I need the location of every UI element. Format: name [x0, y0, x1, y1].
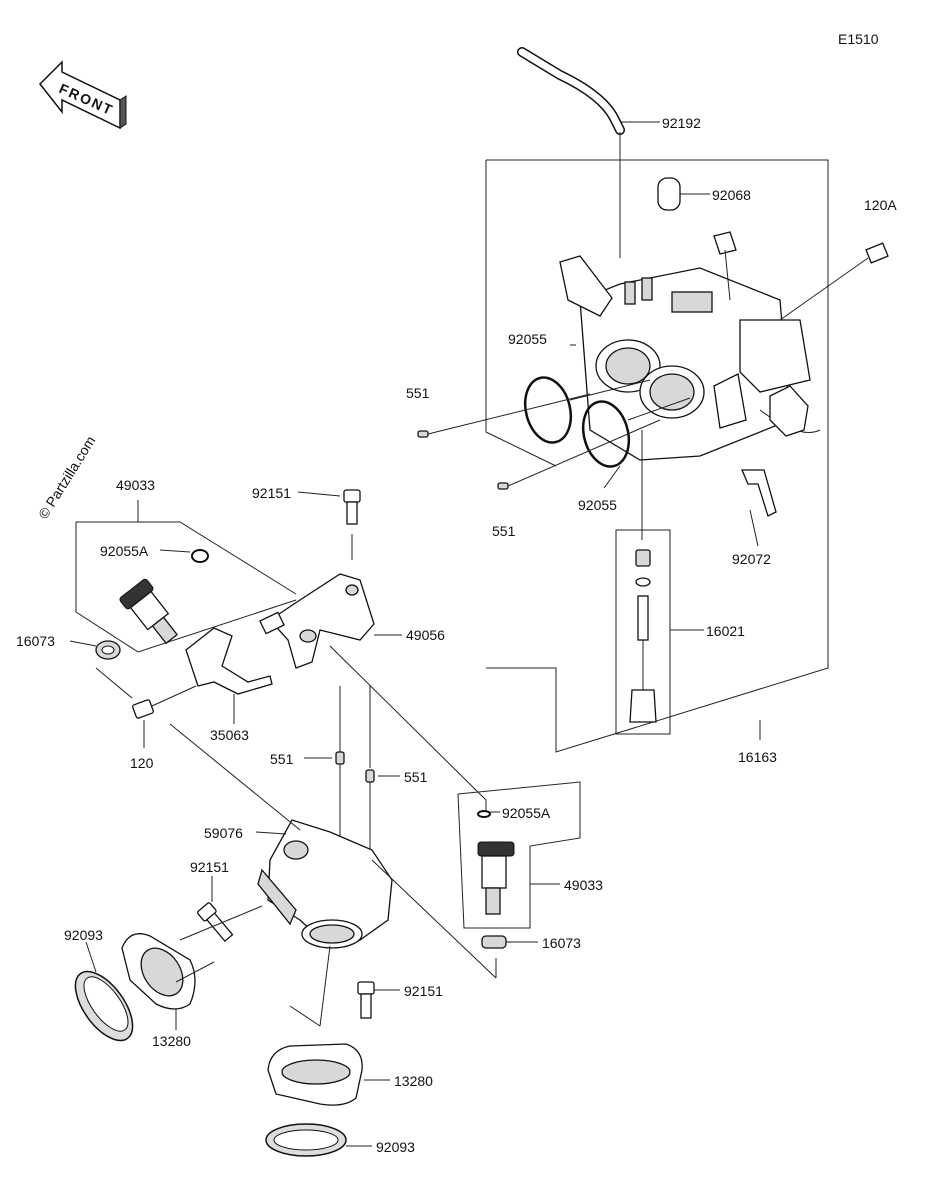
callout-16073-upper: 16073: [16, 633, 55, 649]
callout-92151-mid: 92151: [190, 859, 229, 875]
watermark: © Partzilla.com: [35, 433, 99, 521]
front-arrow-icon: FRONT: [38, 60, 127, 130]
callout-120: 120: [130, 755, 154, 771]
callout-leaders-upper: [570, 121, 761, 740]
callout-92055A-upper: 92055A: [100, 543, 149, 559]
callout-551-mid-right: 551: [404, 769, 428, 785]
callout-59076: 59076: [204, 825, 243, 841]
callout-92151-lower: 92151: [404, 983, 443, 999]
callout-92068: 92068: [712, 187, 751, 203]
callout-92192: 92192: [662, 115, 701, 131]
throttle-body-assembly: [417, 47, 889, 753]
intake-flange-left: [74, 876, 263, 1042]
callout-49033-lower: 49033: [564, 877, 603, 893]
callout-16021: 16021: [706, 623, 745, 639]
callout-49056: 49056: [406, 627, 445, 643]
callout-16073-lower: 16073: [542, 935, 581, 951]
callout-35063: 35063: [210, 727, 249, 743]
callout-92055-upper: 92055: [508, 331, 547, 347]
callout-49033-upper: 49033: [116, 477, 155, 493]
callout-labels: 92192 92068 120A 92055 551 551 92055 920…: [16, 115, 897, 1155]
callout-13280-lower: 13280: [394, 1073, 433, 1089]
callout-92093-left: 92093: [64, 927, 103, 943]
callout-551-upper-right: 551: [492, 523, 516, 539]
callout-120A: 120A: [864, 197, 897, 213]
callout-92072: 92072: [732, 551, 771, 567]
callout-92055A-lower: 92055A: [502, 805, 551, 821]
callout-551-mid-left: 551: [270, 751, 294, 767]
callout-551-upper-left: 551: [406, 385, 430, 401]
fuel-injector-assembly: [69, 489, 487, 801]
fuel-injector-assembly-lower: [457, 781, 581, 949]
intake-flange-lower: [265, 945, 400, 1157]
dowel-pins-lower: [304, 751, 400, 850]
callout-92093-lower: 92093: [376, 1139, 415, 1155]
callout-92151-upper: 92151: [252, 485, 291, 501]
diagram-code: E1510: [838, 31, 879, 47]
callout-13280-left: 13280: [152, 1033, 191, 1049]
callout-16163: 16163: [738, 749, 777, 765]
intake-housing: [169, 723, 497, 979]
callout-92055-lower: 92055: [578, 497, 617, 513]
